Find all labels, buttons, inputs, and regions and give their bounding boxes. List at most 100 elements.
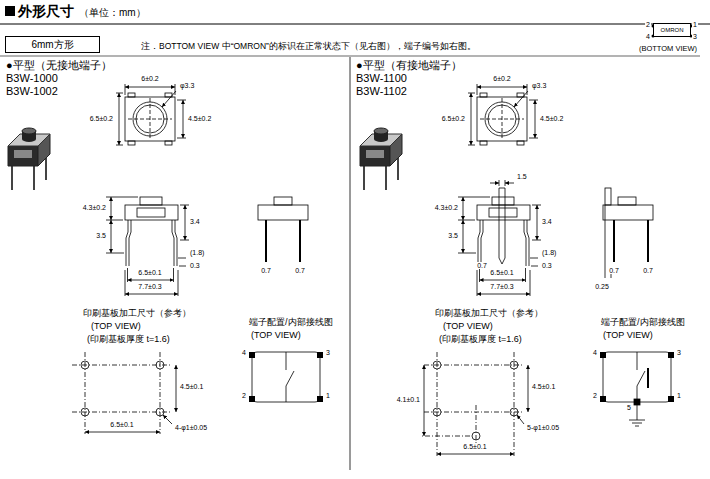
drawing-label: φ3.3 <box>531 82 547 89</box>
line-art <box>490 180 514 264</box>
line-art <box>647 220 649 262</box>
drawing-label: 4.5±0.1 <box>531 383 556 390</box>
line-art <box>5 6 15 16</box>
drawing-label: 4 <box>645 33 651 40</box>
drawing-label: 0.7 <box>476 262 488 269</box>
drawing-label: 3 <box>325 349 331 356</box>
drawing-label: 注．BOTTOM VIEW 中“OMRON”的标识在正常状态下（见右图），端子编… <box>140 42 477 51</box>
line-art <box>458 197 541 296</box>
drawing-label: 3.5 <box>95 232 107 239</box>
line-art <box>472 432 480 440</box>
drawing-label: 印刷基板加工尺寸（参考） <box>82 309 192 318</box>
drawing-label: B3W-1000 <box>5 73 59 84</box>
line-art <box>605 205 606 278</box>
drawing-label: 4.3±0.2 <box>434 204 459 211</box>
drawing-label: ●平型（无接地端子） <box>5 60 113 71</box>
drawing-label: 6.5±0.1 <box>489 269 514 276</box>
line-art <box>510 361 518 369</box>
drawing-label: (BOTTOM VIEW) <box>638 45 698 53</box>
drawing-label: 1 <box>692 21 698 28</box>
drawing-label: 6.5±0.1 <box>137 269 162 276</box>
line-art <box>424 412 524 413</box>
drawing-label: （单位：mm） <box>78 8 147 18</box>
line-art <box>72 365 172 366</box>
drawing-label: 6.5±0.1 <box>109 421 134 428</box>
drawing-label: 4.1±0.1 <box>396 396 421 403</box>
line-art <box>517 415 524 424</box>
line-art <box>629 368 648 426</box>
line-art <box>85 352 86 434</box>
line-art <box>613 220 615 262</box>
drawing-label: B3W-1102 <box>355 86 408 97</box>
line-art <box>505 183 514 184</box>
drawing-label: 6.5±0.2 <box>89 115 114 122</box>
drawing-label: 5-φ1±0.05 <box>526 424 560 431</box>
line-art <box>0 24 710 25</box>
line-art <box>600 352 674 402</box>
drawing-label: 4.3±0.2 <box>82 204 107 211</box>
line-art <box>265 220 267 262</box>
line-art <box>85 432 160 433</box>
line-art <box>433 361 441 369</box>
line-art <box>8 128 50 190</box>
line-art <box>249 352 323 402</box>
line-art <box>350 57 351 470</box>
line-art <box>437 454 514 455</box>
drawing-label: (TOP VIEW) <box>250 331 302 340</box>
drawing-label: 4.5±0.2 <box>539 115 564 122</box>
drawing-label: B3W-1100 <box>355 73 408 84</box>
drawing-label: 0.7 <box>608 267 620 274</box>
drawing-label: 端子配置/内部接线图 <box>600 318 686 327</box>
drawing-label: 印刷基板加工尺寸（参考） <box>434 309 544 318</box>
line-art <box>81 408 89 416</box>
line-art <box>647 368 649 388</box>
drawing-label: 0.7 <box>642 267 654 274</box>
drawing-label: (TOP VIEW) <box>90 322 142 331</box>
line-art <box>274 197 292 205</box>
drawing-label: 4.5±0.1 <box>179 383 204 390</box>
drawing-label: 3.4 <box>189 218 201 225</box>
line-art <box>163 415 172 424</box>
drawing-label: (1.8) <box>541 249 557 256</box>
line-art <box>176 365 177 412</box>
drawing-label: 1 <box>325 392 331 399</box>
drawing-label: 4-φ1±0.05 <box>174 424 208 431</box>
line-art <box>603 205 653 220</box>
line-art <box>637 405 638 420</box>
line-art <box>299 220 301 262</box>
section-title: 外形尺寸 <box>18 4 74 18</box>
drawing-label: 3 <box>692 33 698 40</box>
line-art <box>106 197 189 296</box>
box-text: OMRON <box>661 27 684 33</box>
line-art <box>72 412 172 413</box>
line-art <box>360 128 402 190</box>
line-art <box>116 84 186 145</box>
drawing-label: 端子配置/内部接线图 <box>248 318 334 327</box>
line-art <box>156 361 164 369</box>
drawing-label: ●平型（有接地端子） <box>355 60 463 71</box>
drawing-label: (印刷基板厚度 t=1.6) <box>438 335 523 344</box>
drawing-label: φ3.3 <box>179 82 195 89</box>
line-art <box>258 205 308 220</box>
line-art <box>528 365 529 412</box>
line-art <box>0 56 700 57</box>
line-art <box>424 365 524 366</box>
drawing-label: 1.5 <box>516 173 528 180</box>
line-art <box>468 84 538 145</box>
line-art <box>160 352 161 434</box>
line-art <box>510 408 518 416</box>
drawing-label: 7.7±0.3 <box>489 283 514 290</box>
drawing-label: 6.5±0.2 <box>441 115 466 122</box>
drawing-label: 3 <box>676 349 682 356</box>
line-art <box>424 365 425 436</box>
line-art <box>81 361 89 369</box>
drawing-label: (印刷基板厚度 t=1.6) <box>86 335 171 344</box>
line-art <box>635 426 639 427</box>
drawing-label: 2 <box>592 392 598 399</box>
line-art <box>514 352 515 456</box>
line-art <box>258 188 653 278</box>
drawing-label: 6±0.2 <box>140 75 159 82</box>
line-art <box>605 188 611 205</box>
drawing-label: 0.25 <box>594 283 610 290</box>
